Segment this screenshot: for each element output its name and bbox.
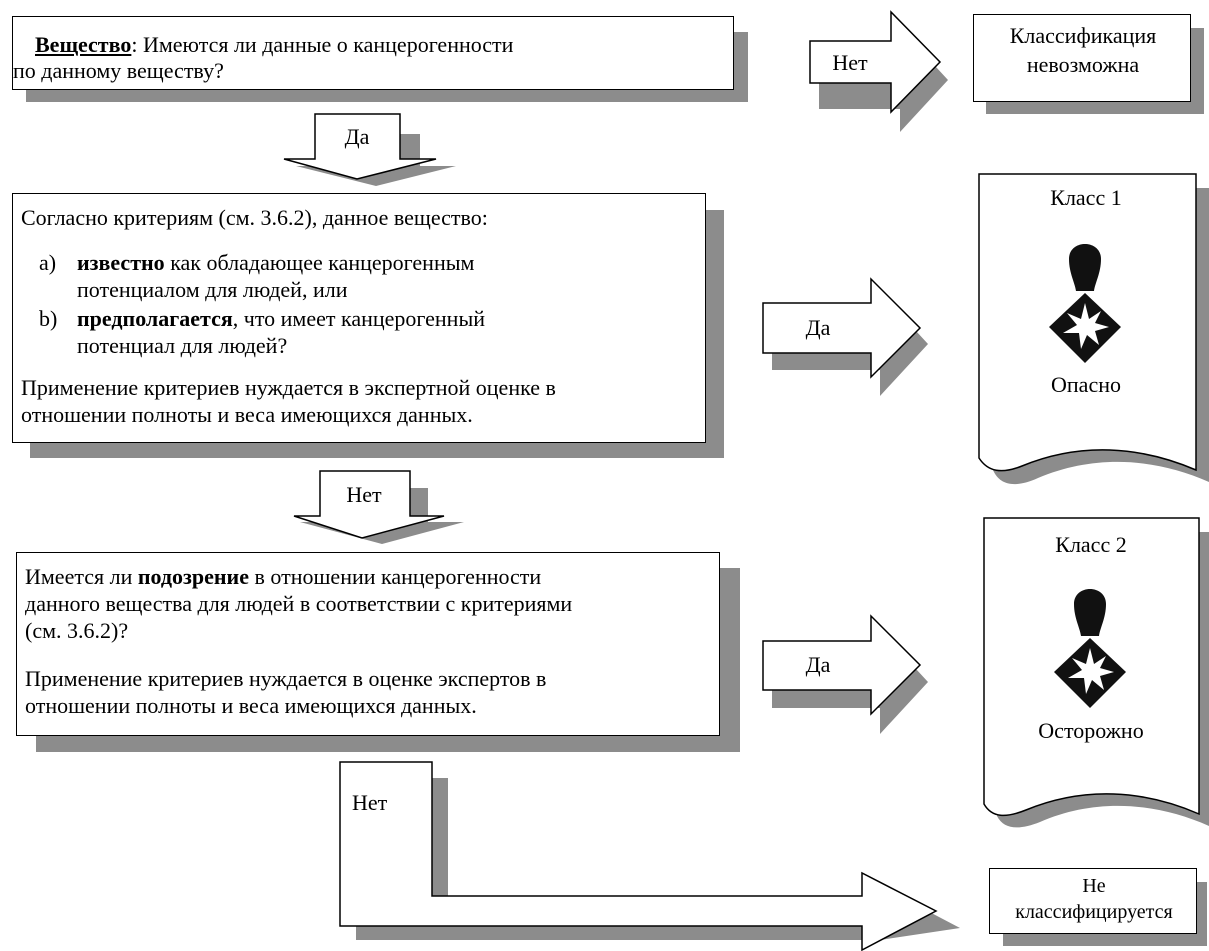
arrow-no-1 bbox=[809, 10, 942, 114]
arrow-no-2-label: Нет bbox=[346, 482, 382, 507]
q2-item-b-marker: b) bbox=[39, 306, 58, 331]
arrow-yes-3-label: Да bbox=[806, 652, 831, 677]
arrow-no-1-label: Нет bbox=[832, 50, 868, 75]
q2-item-a-line-2: потенциалом для людей, или bbox=[77, 277, 348, 302]
class2-signal-word: Осторожно bbox=[1038, 718, 1143, 743]
class1-signal-word: Опасно bbox=[1051, 372, 1121, 397]
unclassifiable-line-2: невозможна bbox=[1026, 52, 1140, 77]
q2-item-a-rest: как обладающее канцерогенным bbox=[164, 250, 475, 275]
q3-line1-post: в отношении канцерогенности bbox=[249, 564, 542, 589]
q1-box: Вещество: Имеются ли данные о канцероген… bbox=[12, 16, 734, 90]
arrow-yes-1-label: Да bbox=[345, 124, 370, 149]
q2-item-b-line-1: предполагается, что имеет канцерогенный bbox=[77, 305, 485, 332]
q3-note-line-2: отношении полноты и веса имеющихся данны… bbox=[25, 693, 477, 718]
arrow-yes-2 bbox=[762, 277, 922, 379]
arrow-no-2 bbox=[293, 470, 445, 539]
class2-title: Класс 2 bbox=[1055, 532, 1126, 557]
arrow-no-3 bbox=[339, 761, 938, 951]
q2-box: Согласно критериям (см. 3.6.2), данное в… bbox=[12, 193, 706, 443]
unclassifiable-line-1: Классификация bbox=[1009, 23, 1157, 48]
result-unclassifiable-box: Классификация невозможна bbox=[973, 14, 1191, 102]
q2-note-line-1: Применение критериев нуждается в эксперт… bbox=[21, 375, 556, 400]
not-classified-line-1: Не bbox=[1082, 875, 1106, 897]
result-not-classified-box: Не классифицируется bbox=[989, 868, 1197, 934]
q2-item-a-line-1: известно как обладающее канцерогенным bbox=[77, 249, 474, 276]
q1-label: Вещество bbox=[35, 32, 132, 57]
q2-item-b-line-2: потенциал для людей? bbox=[77, 333, 288, 358]
q3-line-2: данного вещества для людей в соответстви… bbox=[25, 591, 573, 616]
q2-intro: Согласно критериям (см. 3.6.2), данное в… bbox=[21, 205, 488, 230]
arrow-yes-1 bbox=[283, 113, 437, 180]
q2-item-b-rest: , что имеет канцерогенный bbox=[232, 306, 486, 331]
q3-line-3: (см. 3.6.2)? bbox=[25, 618, 129, 643]
not-classified-line-2: классифицируется bbox=[1015, 901, 1173, 923]
q3-line1-pre: Имеется ли bbox=[25, 564, 138, 589]
q2-item-a-marker: a) bbox=[39, 250, 57, 275]
q3-line1-bold: подозрение bbox=[137, 564, 249, 589]
q2-item-a-bold: известно bbox=[77, 250, 165, 275]
arrow-yes-3 bbox=[762, 614, 922, 716]
arrow-yes-2-label: Да bbox=[806, 315, 831, 340]
q2-item-b-bold: предполагается bbox=[77, 306, 233, 331]
q1-line-2: по данному веществу? bbox=[13, 58, 224, 83]
class1-title: Класс 1 bbox=[1050, 185, 1121, 210]
q1-line1-rest: : Имеются ли данные о канцерогенности bbox=[131, 32, 514, 57]
q3-line-1: Имеется ли подозрение в отношении канцер… bbox=[25, 563, 541, 590]
q1-line-1: Вещество: Имеются ли данные о канцероген… bbox=[35, 31, 513, 58]
q2-note-line-2: отношении полноты и веса имеющихся данны… bbox=[21, 402, 473, 427]
q3-box: Имеется ли подозрение в отношении канцер… bbox=[16, 552, 720, 736]
arrow-no-3-label: Нет bbox=[352, 790, 388, 815]
q3-note-line-1: Применение критериев нуждается в оценке … bbox=[25, 666, 547, 691]
